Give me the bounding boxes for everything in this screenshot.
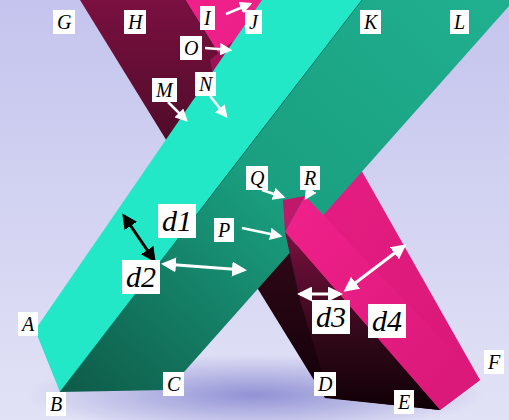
dimension-label: d3 [312, 300, 350, 334]
point-label: L [450, 10, 469, 34]
dimension-label: d2 [122, 260, 160, 294]
point-label: D [314, 372, 336, 396]
point-label: N [195, 72, 216, 96]
point-label: P [214, 218, 234, 242]
point-label: Q [246, 166, 268, 190]
point-label: O [180, 36, 202, 60]
point-label: E [394, 390, 414, 414]
point-label: J [245, 10, 262, 34]
point-label: R [300, 166, 320, 190]
point-label: I [200, 6, 215, 30]
point-label: H [124, 10, 146, 34]
point-label: C [163, 372, 184, 396]
point-label: B [46, 392, 66, 416]
point-label: F [484, 350, 504, 374]
point-label: K [360, 10, 381, 34]
point-label: M [152, 78, 177, 102]
point-label: G [53, 10, 75, 34]
point-label: A [18, 312, 38, 336]
dimension-label: d4 [368, 304, 406, 338]
dimension-label: d1 [158, 204, 196, 238]
